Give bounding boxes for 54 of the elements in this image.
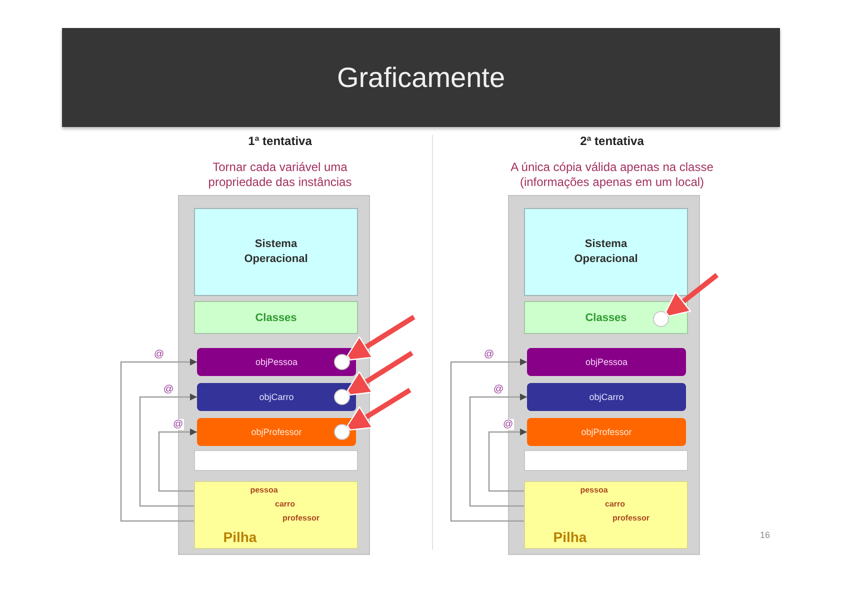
stack-block: [194, 481, 358, 549]
block-label: Sistema Operacional: [243, 237, 309, 267]
note-text: A única cópia válida apenas na classe (informações apenas em um local): [510, 160, 714, 190]
os-block: [524, 208, 688, 296]
classes-block: [524, 301, 688, 334]
object-block: [527, 418, 686, 446]
stack-variable: professor: [612, 514, 650, 522]
stack-label: Pilha: [223, 529, 257, 545]
object-block: [197, 383, 356, 411]
classes-block: [194, 301, 358, 334]
connector-arrow: [158, 428, 197, 492]
note-text: Tornar cada variável uma propriedade das instâncias: [207, 160, 353, 190]
edge-label: @: [492, 384, 505, 395]
column-heading: 1ª tentativa: [247, 134, 313, 148]
edge-label: @: [162, 384, 175, 395]
connector-arrow: [120, 358, 197, 522]
page-number: 16: [758, 530, 771, 540]
circle-marker: [334, 389, 350, 405]
circle-marker: [334, 354, 350, 370]
block-label: Classes: [585, 312, 627, 324]
circle-marker: [334, 424, 350, 440]
block-label: Sistema Operacional: [573, 237, 639, 267]
stack-variable: pessoa: [250, 486, 278, 494]
edge-label: @: [483, 349, 496, 360]
block-label: objPessoa: [585, 357, 628, 367]
connector-arrow: [488, 428, 527, 492]
object-block: [197, 418, 356, 446]
stack-variable: professor: [282, 514, 320, 522]
block-label: Classes: [255, 312, 297, 324]
stack-variable: carro: [275, 500, 295, 508]
block-label: objPessoa: [255, 357, 298, 367]
block-label: objCarro: [589, 392, 624, 402]
object-block: [527, 348, 686, 376]
connector-arrow: [450, 358, 527, 522]
block-label: objProfessor: [581, 427, 632, 437]
connector-arrow: [469, 394, 527, 507]
edge-label: @: [502, 419, 514, 430]
connector-arrow: [139, 394, 197, 507]
os-block: [194, 208, 358, 296]
object-block: [197, 348, 356, 376]
edge-label: @: [153, 349, 166, 360]
stack-variable: carro: [605, 500, 625, 508]
object-block: [527, 383, 686, 411]
circle-marker: [653, 311, 669, 327]
block-label: objCarro: [259, 392, 294, 402]
stack-label: Pilha: [553, 529, 587, 545]
title-text: Graficamente: [336, 62, 506, 94]
block-label: objProfessor: [251, 427, 302, 437]
stack-variable: pessoa: [580, 486, 608, 494]
stack-block: [524, 481, 688, 549]
column-heading: 2ª tentativa: [579, 134, 645, 148]
edge-label: @: [172, 419, 184, 430]
empty-slot: [524, 450, 688, 471]
empty-slot: [194, 450, 358, 471]
